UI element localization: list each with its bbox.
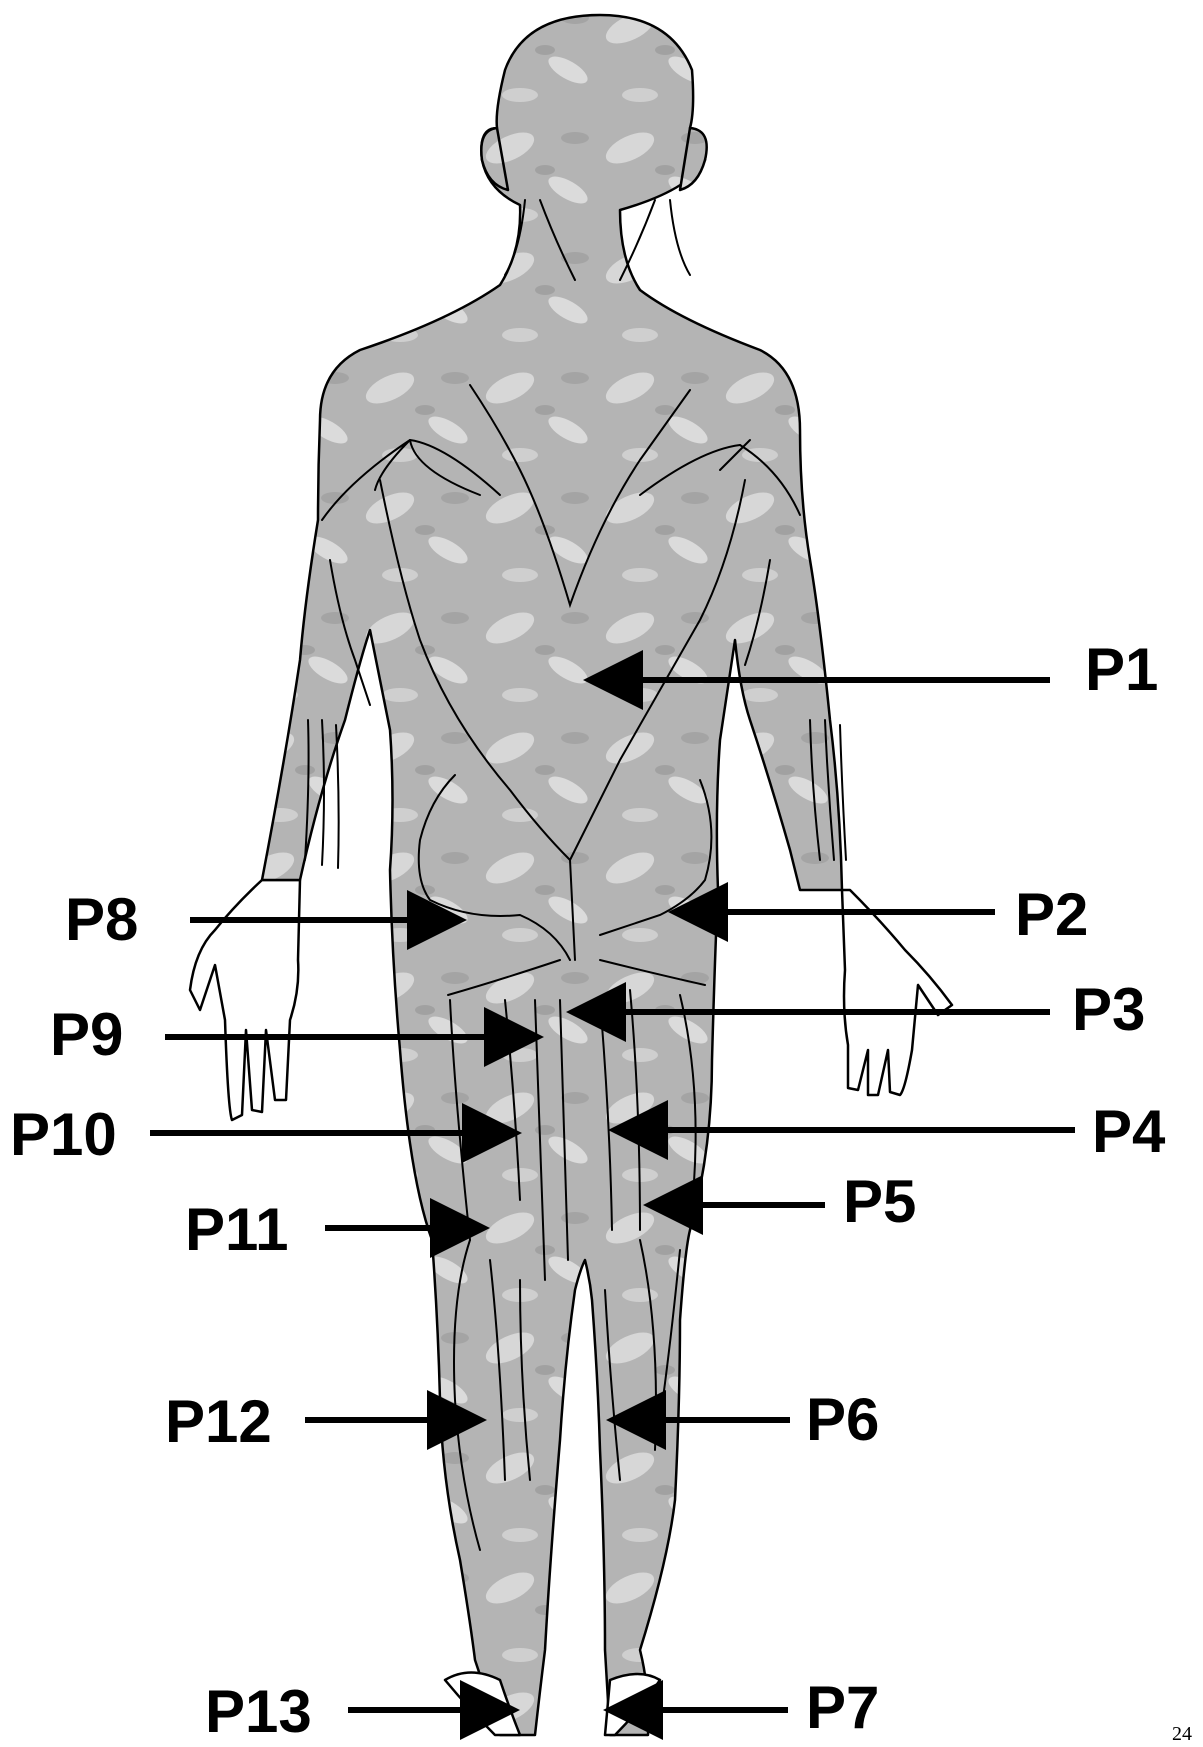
human-body-back-view [190, 15, 952, 1735]
label-p9: P9 [50, 1001, 123, 1068]
label-p11: P11 [185, 1196, 288, 1263]
label-p2: P2 [1015, 881, 1088, 948]
right-hand [842, 890, 952, 1095]
label-p10: P10 [10, 1101, 117, 1168]
label-p13: P13 [205, 1678, 312, 1745]
callout-p12: P12 [165, 1388, 475, 1455]
label-p7: P7 [806, 1674, 879, 1741]
label-p4: P4 [1092, 1098, 1166, 1165]
page-number: 24 [1172, 1723, 1192, 1745]
label-p1: P1 [1085, 636, 1158, 703]
label-p8: P8 [65, 886, 138, 953]
label-p5: P5 [843, 1168, 916, 1235]
body-silhouette [262, 15, 842, 1735]
label-p3: P3 [1072, 976, 1145, 1043]
left-hand [190, 880, 300, 1120]
label-p6: P6 [806, 1386, 879, 1453]
label-p12: P12 [165, 1388, 272, 1455]
